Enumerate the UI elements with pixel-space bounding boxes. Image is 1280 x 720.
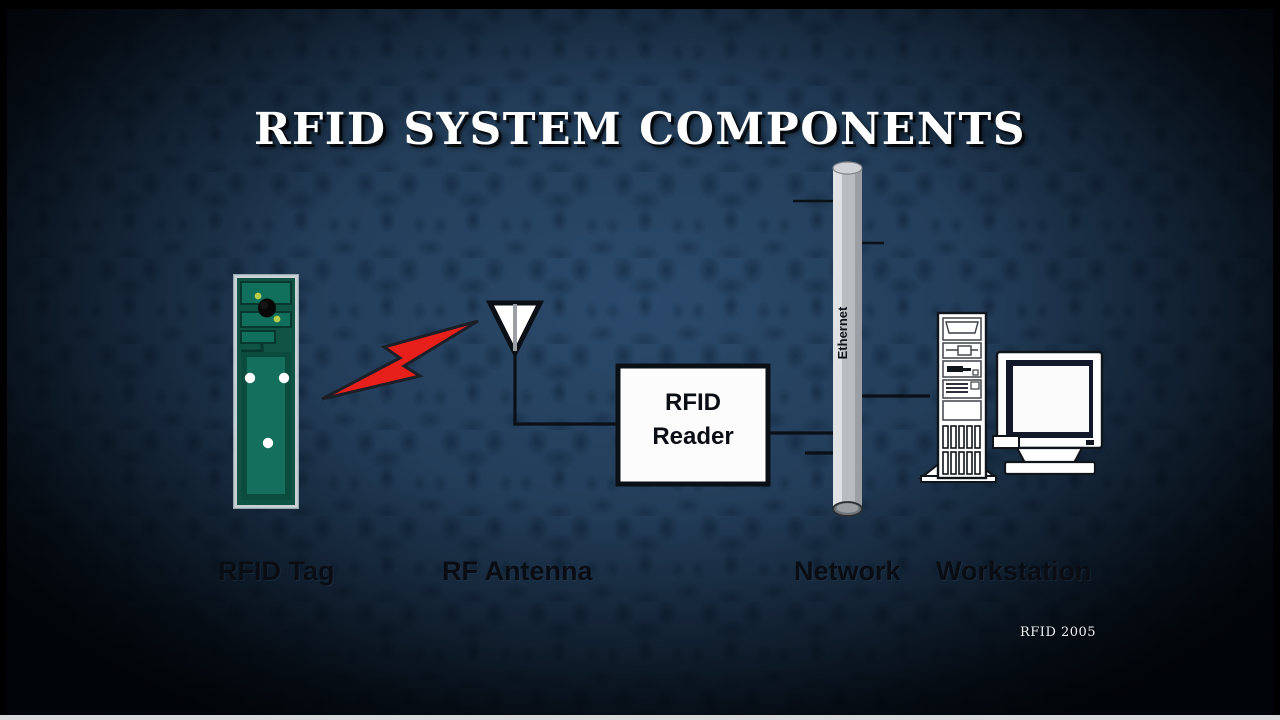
ethernet-cable-label: Ethernet <box>835 306 850 359</box>
letterbox-left-bar <box>0 0 7 720</box>
rfid-reader-label-line1: RFID <box>665 389 721 416</box>
video-player-progress-bar[interactable] <box>0 715 1280 720</box>
workstation-monitor-graphic <box>992 350 1104 476</box>
caption-workstation: Workstation <box>936 556 1092 586</box>
rfid-reader-label-line2: Reader <box>652 423 734 450</box>
letterbox-right-bar <box>1273 0 1280 720</box>
rfid-tag-graphic <box>233 274 299 509</box>
caption-network: Network <box>794 556 901 586</box>
letterbox-top-bar <box>0 0 1280 9</box>
page-title: RFID SYSTEM COMPONENTS <box>253 104 1027 155</box>
slide-footer-credit: RFID 2005 <box>1020 625 1097 640</box>
workstation-tower-graphic <box>918 311 999 483</box>
connection-reader-to-network <box>768 431 838 455</box>
network-ethernet-cable: Ethernet <box>793 161 884 517</box>
caption-rf-antenna: RF Antenna <box>442 556 593 586</box>
rf-signal-lightning-bolt-icon <box>321 319 479 401</box>
rfid-reader-box <box>615 363 771 487</box>
rf-antenna-graphic <box>485 300 620 426</box>
caption-rfid-tag: RFID Tag <box>218 556 335 586</box>
rfid-reader-label: RFID Reader <box>618 386 768 454</box>
